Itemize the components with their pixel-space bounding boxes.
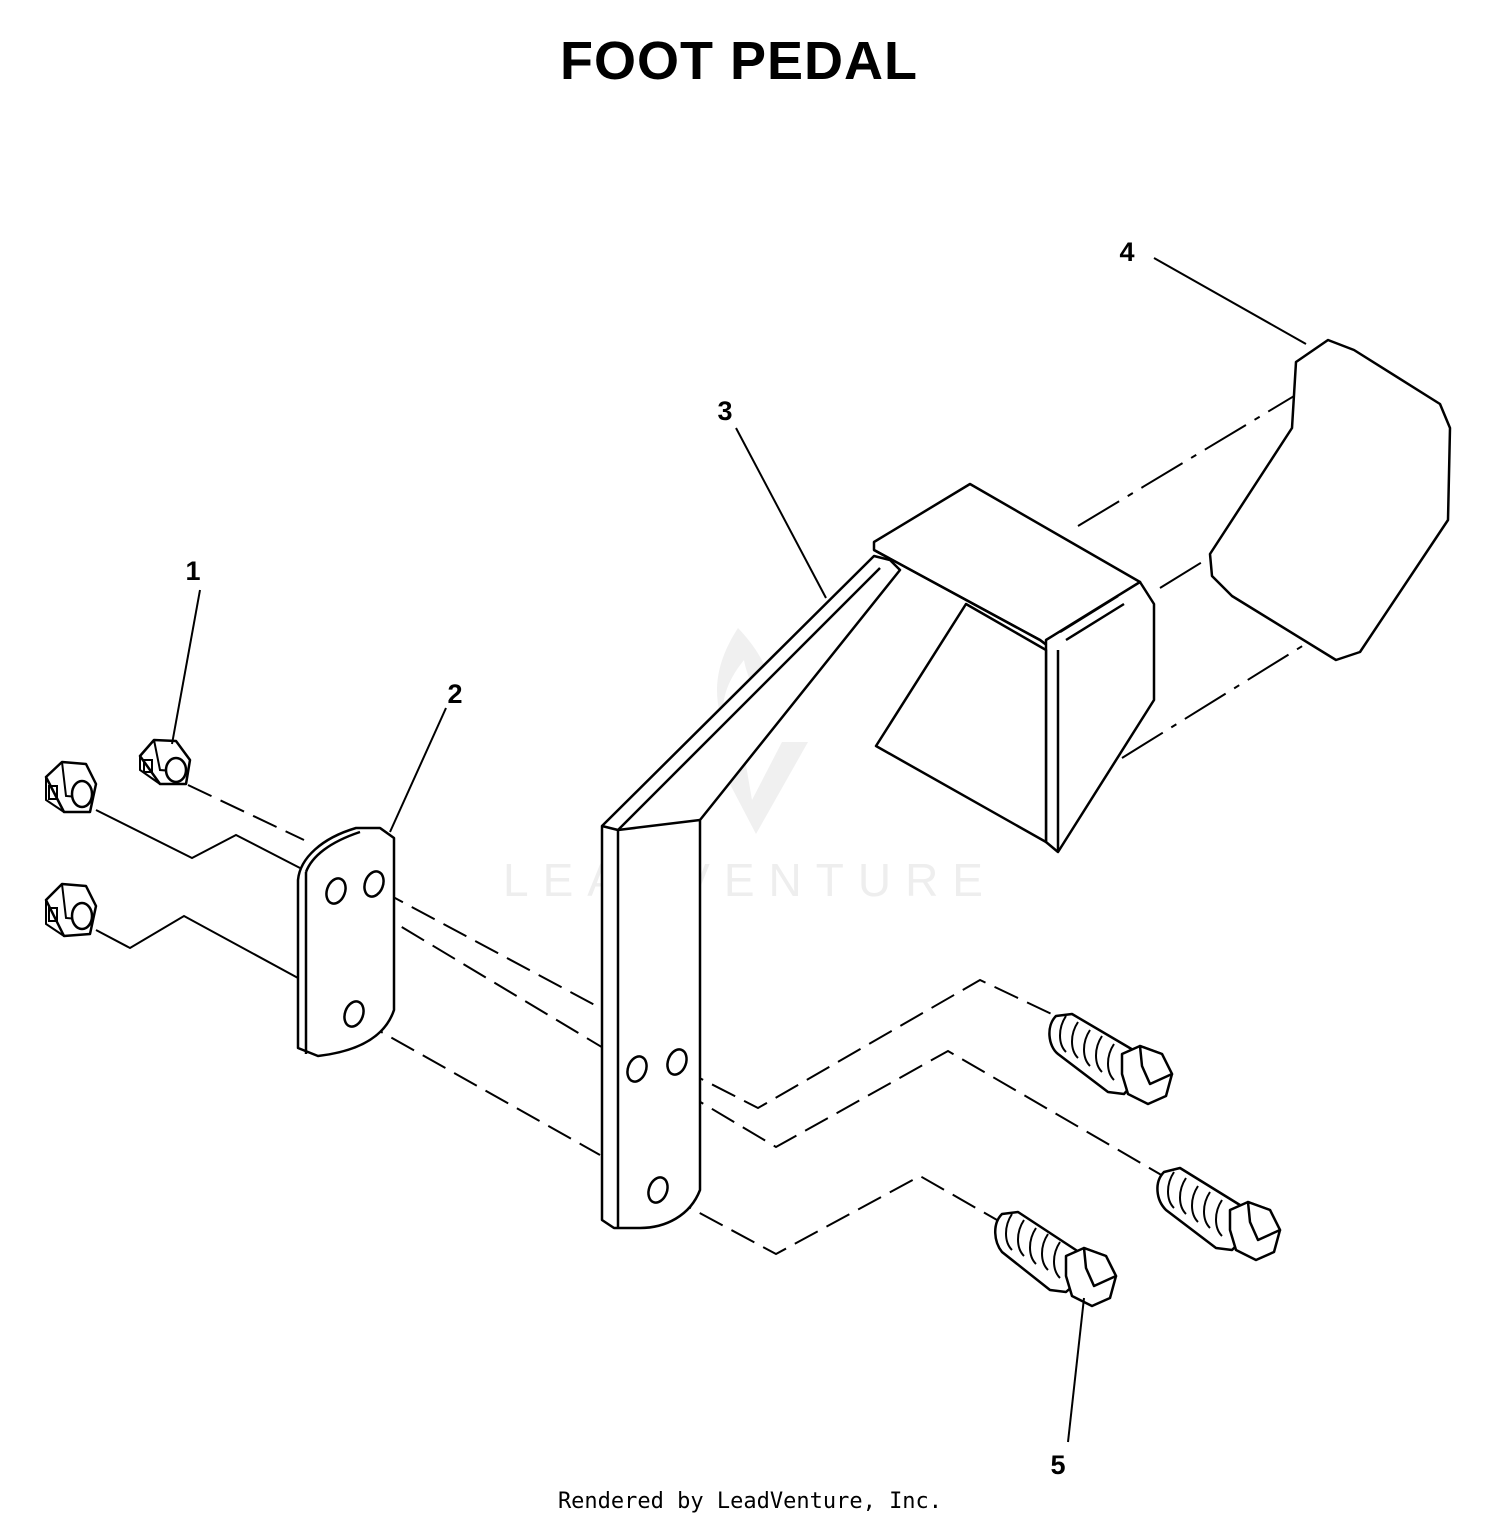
watermark-text: LEADVENTURE — [503, 854, 997, 906]
assembly-lines — [187, 377, 1411, 1256]
leader-4 — [1153, 257, 1307, 345]
hex-nut-lower — [44, 882, 98, 938]
arm-hole-2 — [666, 1048, 688, 1076]
leader-2 — [389, 707, 447, 833]
hex-nut-part-1 — [138, 738, 192, 786]
hex-nut-upper — [44, 760, 98, 814]
plate-hole-3 — [343, 1000, 365, 1028]
callout-1: 1 — [185, 556, 200, 586]
arm-hole-1 — [626, 1055, 648, 1083]
bolt-middle — [1156, 1166, 1282, 1262]
leader-1 — [171, 589, 201, 745]
page-title: FOOT PEDAL — [560, 31, 918, 91]
arm-hole-3 — [647, 1176, 669, 1204]
footer-credit: Rendered by LeadVenture, Inc. — [557, 1489, 943, 1514]
pedal-arm-part-3 — [600, 482, 1156, 1230]
callouts: 1 2 3 4 5 — [185, 237, 1134, 1480]
plate-hole-2 — [363, 870, 385, 898]
callout-2: 2 — [447, 679, 462, 709]
nut-assembly-lines — [95, 809, 301, 979]
bolt-upper — [1048, 1012, 1174, 1106]
plate-hole-1 — [325, 877, 347, 905]
leader-3 — [735, 427, 827, 599]
pedal-face — [874, 602, 1048, 844]
callout-5: 5 — [1050, 1450, 1065, 1480]
leader-lines — [171, 257, 1307, 1443]
backing-plate-part-2 — [296, 826, 396, 1058]
bolt-part-5 — [994, 1210, 1118, 1308]
pedal-pad-part-4 — [1208, 338, 1452, 662]
leader-5 — [1067, 1297, 1085, 1443]
callout-4: 4 — [1119, 237, 1134, 267]
callout-3: 3 — [717, 396, 732, 426]
